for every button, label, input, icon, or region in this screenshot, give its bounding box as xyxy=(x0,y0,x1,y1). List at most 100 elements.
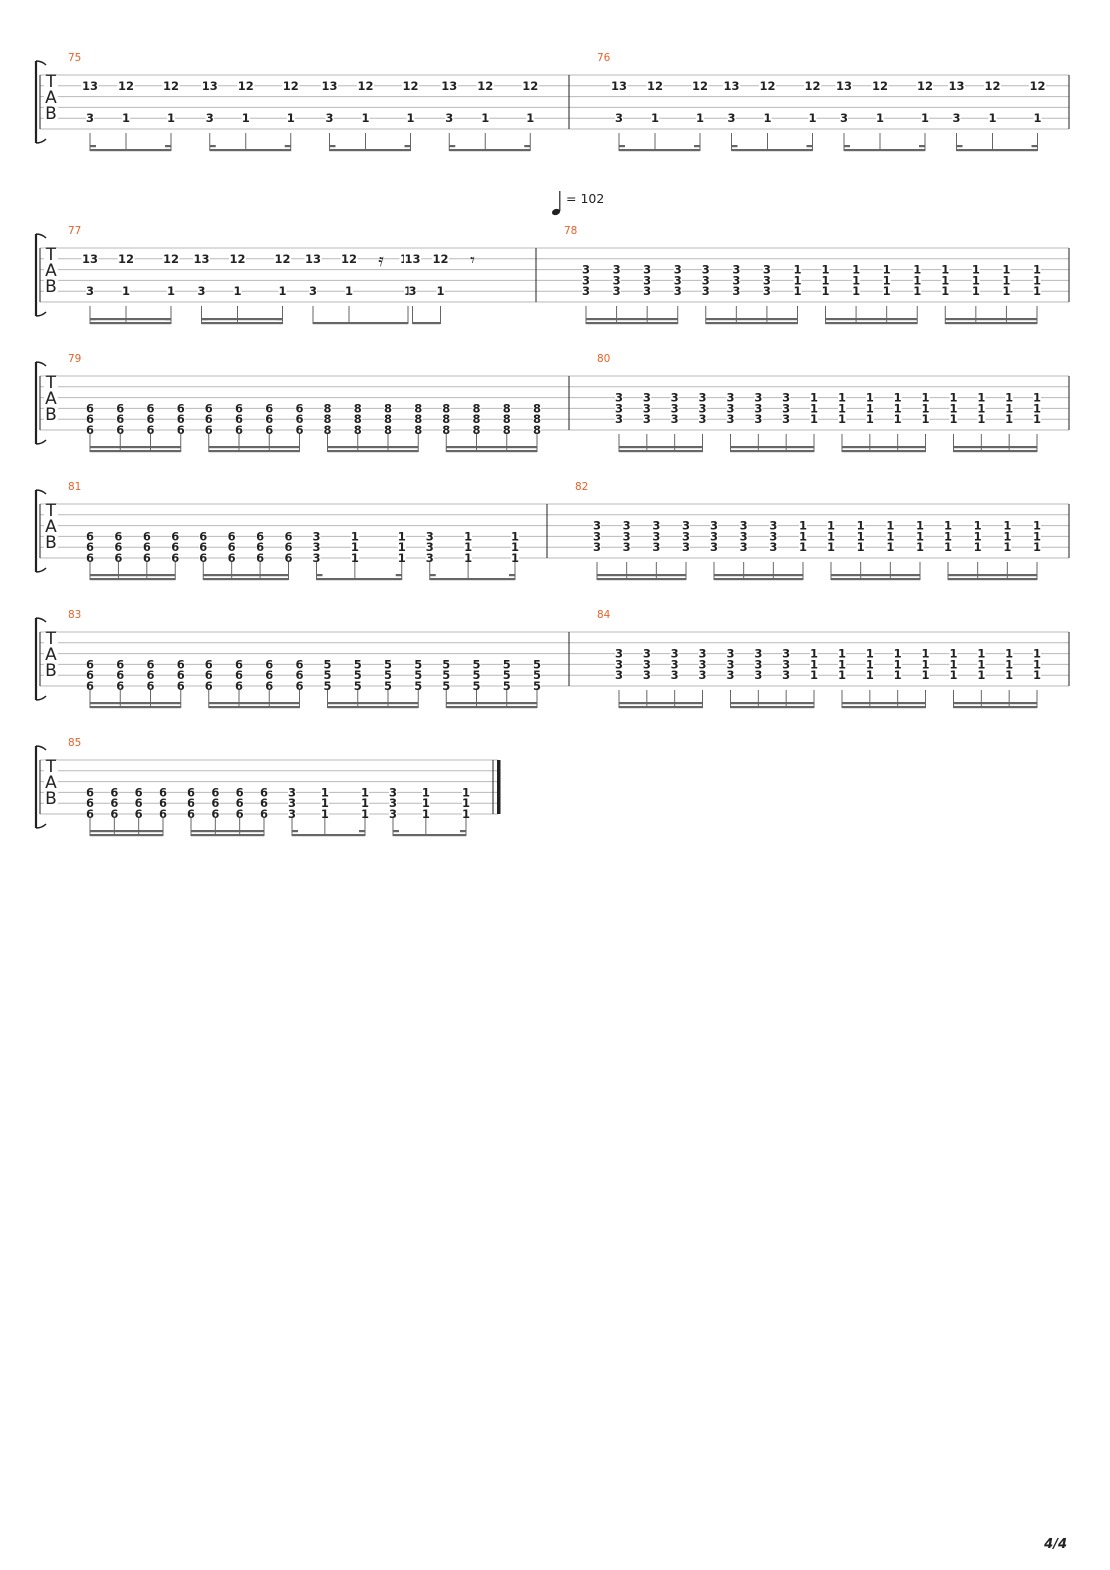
note-bg xyxy=(810,658,818,670)
fret-number: 13 xyxy=(321,79,337,93)
fret-number: 1 xyxy=(838,647,846,661)
note-bg xyxy=(698,669,707,681)
fret-number: 12 xyxy=(163,252,179,266)
tab-clef-letter: T xyxy=(45,757,57,777)
note-bg xyxy=(421,797,430,809)
fret-number: 5 xyxy=(442,657,450,671)
note-bg xyxy=(425,552,434,564)
fret-number: 1 xyxy=(886,529,894,543)
beam xyxy=(90,322,171,325)
fret-number: 5 xyxy=(472,657,480,671)
note-bg xyxy=(1005,392,1014,404)
note-bg xyxy=(286,112,295,124)
note-bg xyxy=(793,274,802,286)
note-bg xyxy=(86,413,94,425)
beam xyxy=(208,450,300,453)
note-bg xyxy=(913,274,922,286)
note-bg xyxy=(882,285,891,297)
fret-number: 8 xyxy=(472,412,480,426)
fret-number: 1 xyxy=(941,273,949,287)
note-bg xyxy=(110,808,119,820)
note-bg xyxy=(673,285,682,297)
fret-number: 5 xyxy=(323,679,331,693)
bracket-hook xyxy=(35,745,47,751)
fret-number: 6 xyxy=(116,412,124,426)
beam xyxy=(412,322,441,325)
fret-number: 5 xyxy=(354,657,362,671)
note-bg xyxy=(384,424,392,436)
fret-number: 1 xyxy=(1005,391,1013,405)
fret-number: 1 xyxy=(763,111,771,125)
note-bg xyxy=(462,808,470,820)
fret-number: 3 xyxy=(288,807,296,821)
note-bg xyxy=(171,530,180,542)
note-bg xyxy=(838,669,846,681)
fret-number: 1 xyxy=(1033,263,1041,277)
note-bg xyxy=(404,285,412,297)
clef-bg xyxy=(44,408,58,422)
note-bg xyxy=(476,80,494,92)
note-bg xyxy=(353,424,362,436)
note-bg xyxy=(256,541,265,553)
note-bg xyxy=(754,669,763,681)
note-bg xyxy=(389,786,397,798)
tab-clef-letter: A xyxy=(45,88,57,108)
tab-clef-letter: T xyxy=(45,629,57,649)
note-bg xyxy=(353,680,362,692)
note-bg xyxy=(944,520,952,532)
fret-number: 3 xyxy=(740,529,748,543)
note-bg xyxy=(1033,648,1041,660)
note-bg xyxy=(886,520,895,532)
note-bg xyxy=(769,541,778,553)
fret-number: 1 xyxy=(821,263,829,277)
fret-number: 6 xyxy=(159,785,167,799)
fret-number: 3 xyxy=(671,647,679,661)
fret-number: 6 xyxy=(114,540,122,554)
note-bg xyxy=(921,658,930,670)
note-bg xyxy=(187,808,195,820)
fret-number: 6 xyxy=(187,796,195,810)
note-bg xyxy=(295,680,304,692)
beam xyxy=(619,149,700,152)
beam xyxy=(619,450,703,453)
fret-number: 1 xyxy=(921,668,929,682)
note-bg xyxy=(86,285,94,297)
fret-number: 1 xyxy=(406,111,414,125)
note-bg xyxy=(116,413,125,425)
note-bg xyxy=(582,285,590,297)
note-bg xyxy=(727,112,736,124)
fret-number: 1 xyxy=(838,401,846,415)
beam xyxy=(90,578,176,581)
fret-number: 1 xyxy=(481,111,489,125)
note-bg xyxy=(320,786,329,798)
bracket-hook xyxy=(35,60,47,66)
fret-number: 3 xyxy=(726,647,734,661)
note-bg xyxy=(615,413,623,425)
note-bg xyxy=(944,530,952,542)
note-bg xyxy=(763,112,772,124)
note-bg xyxy=(325,112,334,124)
fret-number: 3 xyxy=(710,519,718,533)
fret-number: 1 xyxy=(287,111,295,125)
note-bg xyxy=(260,808,268,820)
fret-number: 13 xyxy=(441,79,457,93)
fret-number: 13 xyxy=(305,252,321,266)
fret-number: 6 xyxy=(256,529,264,543)
fret-number: 6 xyxy=(265,412,273,426)
note-bg xyxy=(162,80,180,92)
fret-number: 6 xyxy=(116,423,124,437)
note-bg xyxy=(977,413,986,425)
fret-number: 1 xyxy=(810,412,818,426)
note-bg xyxy=(799,520,807,532)
beam xyxy=(191,834,264,837)
note-bg xyxy=(615,392,623,404)
fret-number: 3 xyxy=(593,540,601,554)
note-bg xyxy=(204,658,213,670)
fret-number: 6 xyxy=(205,412,213,426)
note-bg xyxy=(284,552,293,564)
note-bg xyxy=(533,413,541,425)
fret-number: 5 xyxy=(323,657,331,671)
note-bg xyxy=(876,112,884,124)
fret-number: 6 xyxy=(199,540,207,554)
note-bg xyxy=(921,112,929,124)
